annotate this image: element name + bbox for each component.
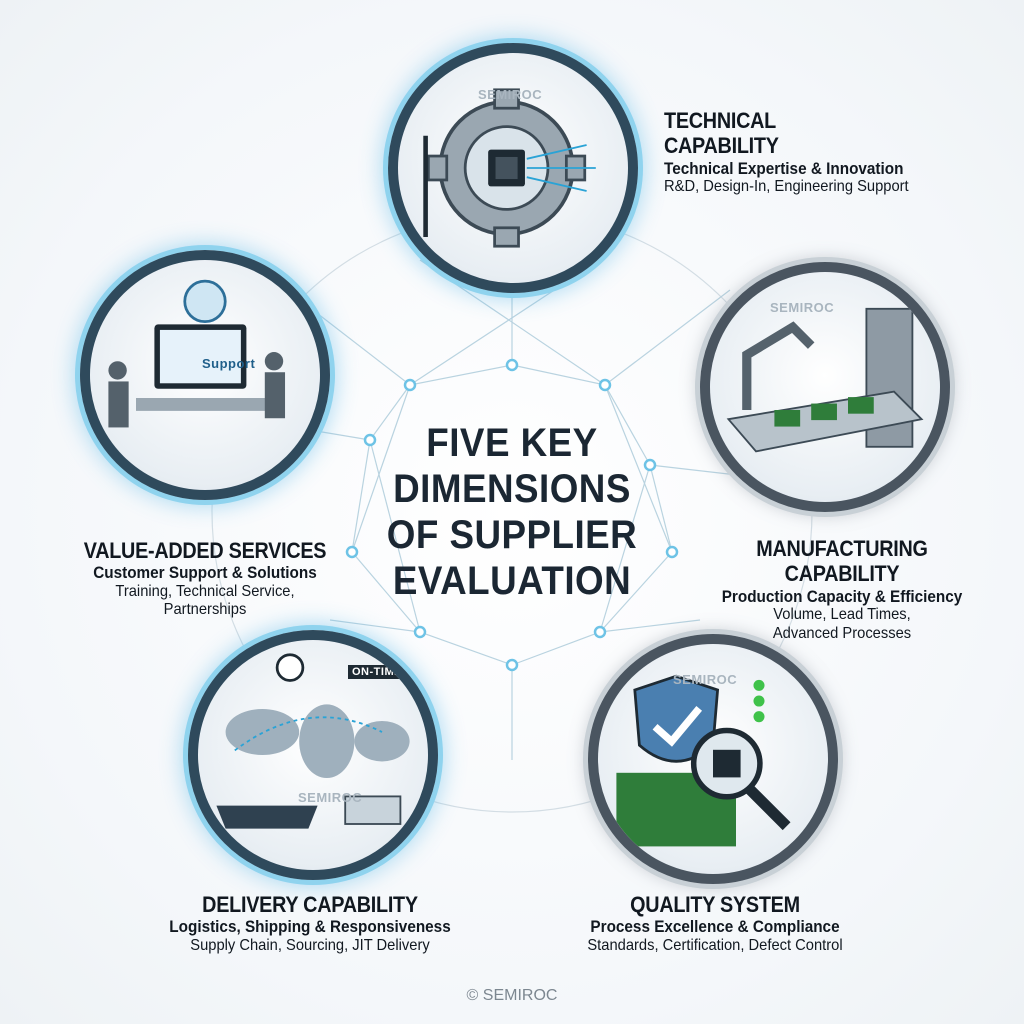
delivery-capability-circle: ON-TIME SEMIROC [188,630,438,880]
quality-system-label: QUALITY SYSTEM Process Excellence & Comp… [540,892,890,955]
dimension-details: Supply Chain, Sourcing, JIT Delivery [190,936,430,954]
manufacturing-capability-label: MANUFACTURING CAPABILITY Production Capa… [682,536,1002,643]
network-node [593,625,607,639]
main-title: FIVE KEY DIMENSIONS OF SUPPLIER EVALUATI… [374,420,650,604]
robot-arm-factory-icon [726,307,924,453]
delivery-capability-label: DELIVERY CAPABILITY Logistics, Shipping … [120,892,500,955]
title-line: DIMENSIONS [393,467,631,511]
watermark: SEMIROC [298,790,363,805]
world-map-logistics-icon [216,653,410,829]
network-node [363,433,377,447]
network-node [345,545,359,559]
technical-capability-label: TECHNICAL CAPABILITY Technical Expertise… [664,108,930,197]
quality-system-circle: SEMIROC [588,634,838,884]
dimension-title: MANUFACTURING CAPABILITY [756,536,928,587]
network-node [413,625,427,639]
dimension-details: Training, Technical Service, [115,582,295,600]
dimension-subtitle: Customer Support & Solutions [93,563,317,583]
watermark: SEMIROC [673,672,738,687]
dimension-details: R&D, Design-In, Engineering Support [664,178,909,196]
dimension-details: Standards, Certification, Defect Control [587,936,843,954]
watermark: SEMIROC [478,87,543,102]
network-node [643,458,657,472]
dimension-title: CAPABILITY [664,133,779,159]
on-time-badge: ON-TIME [348,665,406,679]
network-node [505,358,519,372]
dimension-subtitle: Production Capacity & Efficiency [721,586,963,606]
dimension-title: DELIVERY CAPABILITY [202,892,418,917]
dimension-details: Partnerships [163,601,247,619]
copyright-footer: © SEMIROC [466,987,558,1004]
gear-chip-icon [423,88,596,248]
network-node [403,378,417,392]
network-node [505,658,519,672]
dimension-details: Volume, Lead Times, [773,606,911,624]
value-added-services-circle: Support [80,250,330,500]
support-screen-text: Support [202,356,256,371]
dimension-details: Advanced Processes [772,624,912,642]
title-line: EVALUATION [392,559,632,603]
value-added-services-label: VALUE-ADDED SERVICES Customer Support & … [30,538,380,620]
support-team-icon [108,279,286,428]
dimension-subtitle: Logistics, Shipping & Responsiveness [169,917,451,937]
dimension-title: TECHNICAL [664,108,776,133]
dimension-subtitle: Process Excellence & Compliance [590,917,840,937]
title-line: OF SUPPLIER [386,513,638,557]
dimension-title: VALUE-ADDED SERVICES [83,538,327,563]
technical-capability-circle: SEMIROC [388,43,638,293]
network-node [598,378,612,392]
dimension-subtitle: Technical Expertise & Innovation [664,158,904,178]
network-node [665,545,679,559]
manufacturing-capability-circle: SEMIROC [700,262,950,512]
watermark: SEMIROC [770,300,835,315]
dimension-title: QUALITY SYSTEM [630,892,800,917]
shield-magnifier-icon [616,674,791,847]
title-line: FIVE KEY [426,421,598,465]
